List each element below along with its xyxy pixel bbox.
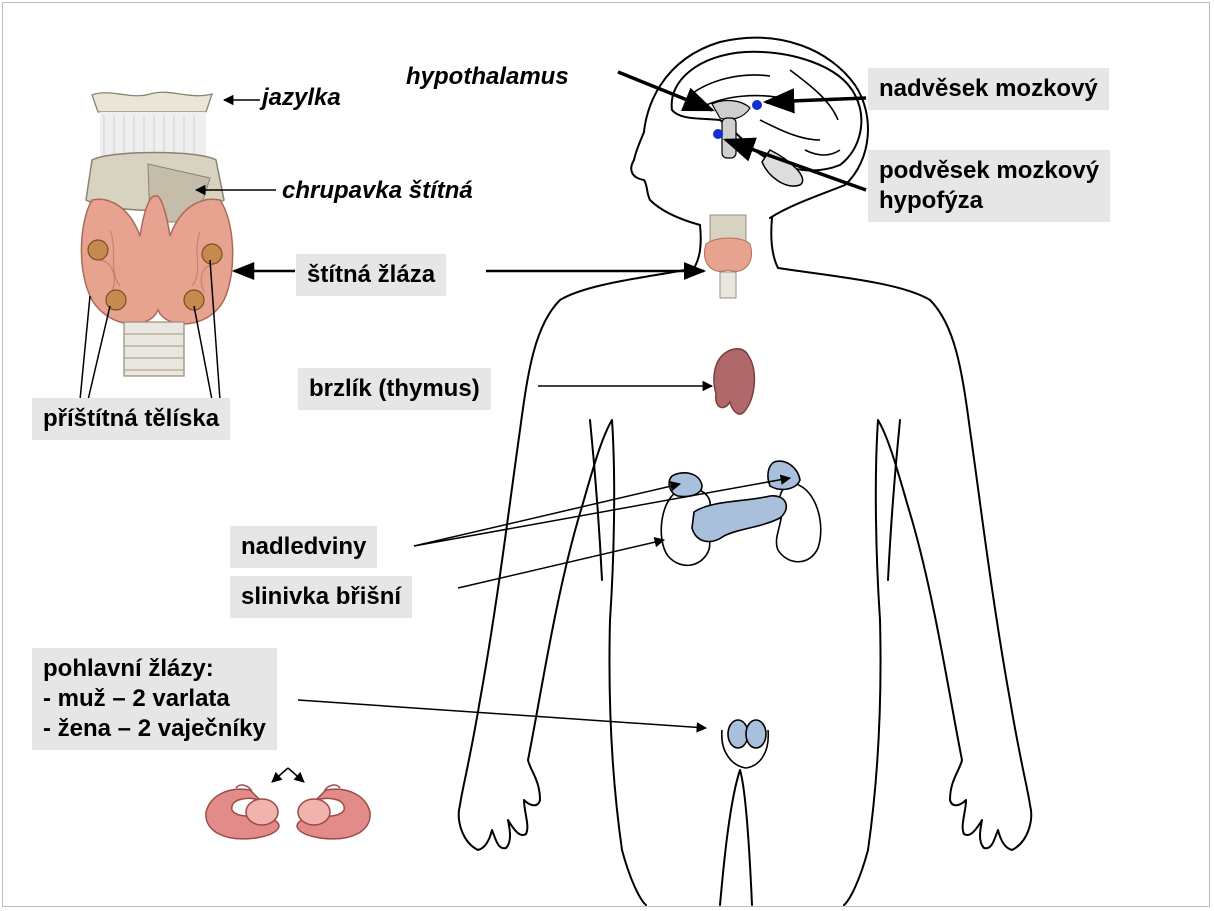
leader-pohlavni [298, 700, 706, 728]
label-jazylka: jazylka [262, 83, 341, 113]
label-podvesek-mozkovy: podvěsek mozkový hypofýza [868, 150, 1110, 222]
label-pohlavni-zlazy: pohlavní žlázy: - muž – 2 varlata - žena… [32, 648, 277, 750]
small-thyroid-illustration [704, 215, 751, 298]
leader-slinivka [458, 540, 664, 588]
label-pristitna-teliska: příštítná tělíska [32, 398, 230, 440]
label-nadvesek-mozkovy: nadvěsek mozkový [868, 68, 1109, 110]
thymus-illustration [714, 349, 754, 414]
ovary-illustration [206, 785, 370, 839]
pituitary-marker [713, 129, 723, 139]
label-nadledviny: nadledviny [230, 526, 377, 568]
label-stitna-zlaza: štítná žláza [296, 254, 446, 296]
label-slinivka-brisni: slinivka břišní [230, 576, 412, 618]
label-chrupavka-stitna: chrupavka štítná [282, 176, 473, 206]
leader-ovary-left [272, 768, 288, 782]
leader-pristitna-1 [80, 296, 90, 400]
adrenal-pancreas-illustration [661, 461, 821, 565]
leader-ovary-right [288, 768, 304, 782]
hypothalamus-marker [752, 100, 762, 110]
leader-pristitna-2 [88, 306, 110, 400]
brain-illustration [672, 52, 862, 186]
testes-illustration [722, 720, 768, 768]
label-hypothalamus: hypothalamus [406, 62, 569, 92]
leader-nadledviny-1 [414, 484, 680, 546]
label-brzlik: brzlík (thymus) [298, 368, 491, 410]
